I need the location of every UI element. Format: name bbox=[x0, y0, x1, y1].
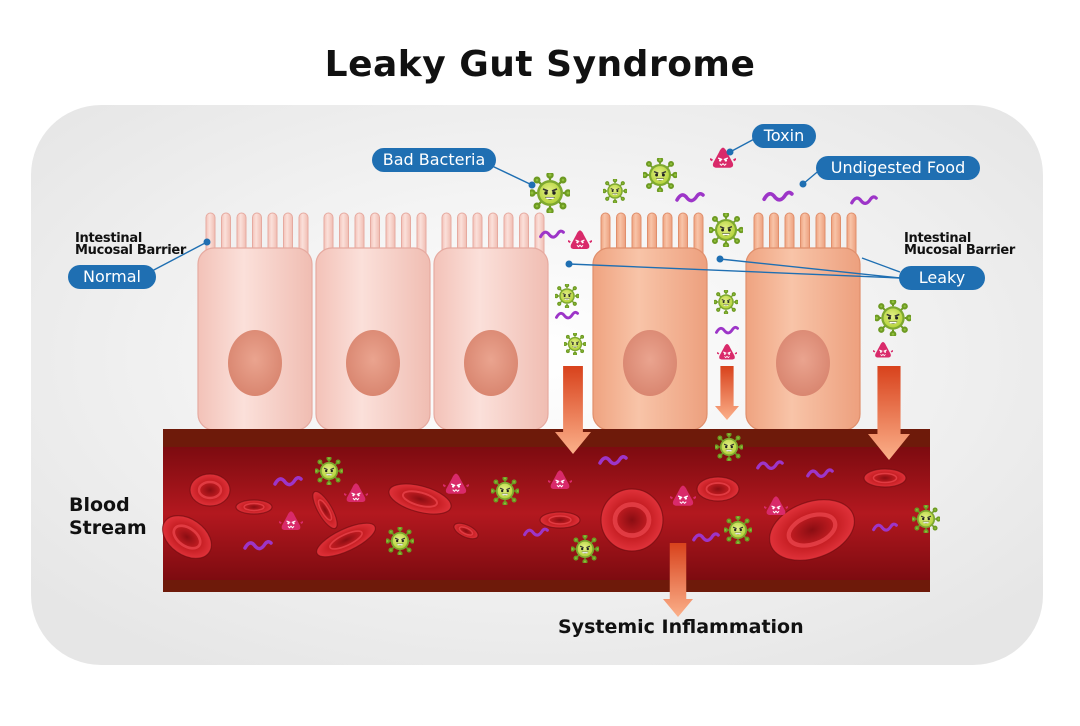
bacteria-icon bbox=[912, 505, 941, 534]
red-blood-cell bbox=[540, 512, 580, 528]
bacteria-icon bbox=[555, 284, 580, 309]
leaky-callout: Leaky bbox=[899, 266, 985, 290]
left-barrier-label: Intestinal Mucosal Barrier bbox=[75, 233, 186, 257]
red-blood-cell bbox=[697, 477, 739, 501]
bacteria-icon bbox=[708, 212, 743, 247]
toxin-callout: Toxin bbox=[752, 124, 816, 148]
right-barrier-line2: Mucosal Barrier bbox=[904, 245, 1015, 257]
red-blood-cell bbox=[190, 474, 230, 506]
bacteria-icon bbox=[571, 535, 600, 564]
blood-stream-line1: Blood bbox=[69, 494, 147, 517]
bacteria-icon bbox=[529, 172, 570, 213]
nucleus bbox=[346, 330, 400, 396]
nucleus bbox=[776, 330, 830, 396]
red-blood-cell bbox=[601, 489, 663, 551]
bacteria-icon bbox=[714, 290, 739, 315]
bacteria-icon bbox=[874, 299, 911, 336]
nucleus bbox=[228, 330, 282, 396]
page-title: Leaky Gut Syndrome bbox=[0, 44, 1080, 85]
right-barrier-label: Intestinal Mucosal Barrier bbox=[904, 233, 1015, 257]
bacteria-icon bbox=[603, 179, 628, 204]
nucleus bbox=[623, 330, 677, 396]
red-blood-cell bbox=[236, 500, 272, 514]
blood-stream-label: Blood Stream bbox=[69, 494, 147, 540]
bacteria-icon bbox=[564, 333, 587, 356]
left-barrier-line2: Mucosal Barrier bbox=[75, 245, 186, 257]
red-blood-cell bbox=[864, 469, 906, 487]
undigested-food-callout: Undigested Food bbox=[816, 156, 980, 180]
bacteria-icon bbox=[315, 457, 344, 486]
bacteria-icon bbox=[724, 516, 753, 545]
nucleus bbox=[464, 330, 518, 396]
bacteria-icon bbox=[491, 477, 520, 506]
bacteria-icon bbox=[386, 527, 415, 556]
systemic-inflammation-label: Systemic Inflammation bbox=[558, 616, 804, 638]
bad-bacteria-callout: Bad Bacteria bbox=[372, 148, 496, 172]
bacteria-icon bbox=[715, 433, 744, 462]
blood-stream-line2: Stream bbox=[69, 517, 147, 540]
bacteria-icon bbox=[642, 157, 677, 192]
normal-callout: Normal bbox=[68, 265, 156, 289]
